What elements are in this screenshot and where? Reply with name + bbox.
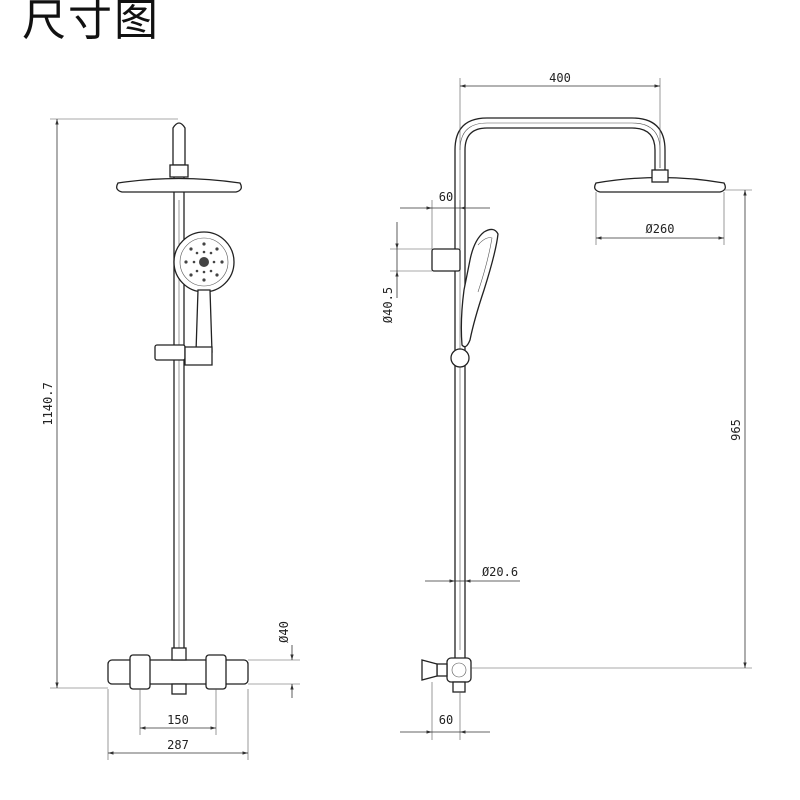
- dim-total-height: 1140.7: [41, 382, 55, 425]
- dim-pipe-diameter: Ø20.6: [482, 565, 518, 579]
- side-overhead-shower-head: [594, 176, 726, 193]
- page-title: 尺寸图: [22, 0, 160, 46]
- dim-inlet-offset: 60: [439, 713, 453, 727]
- side-inlet-pipe: [452, 681, 466, 693]
- dim-inlet-spacing: 150: [167, 713, 189, 727]
- front-hand-shower-handle: [195, 289, 213, 353]
- side-valve-body: [446, 657, 472, 683]
- front-slider-holder: [154, 344, 186, 361]
- front-overhead-shower-head: [116, 177, 242, 193]
- side-slider-holder: [431, 248, 461, 272]
- side-view: [421, 117, 726, 693]
- dim-arm-length: 400: [549, 71, 571, 85]
- front-pipe-cap: [172, 122, 186, 166]
- dim-valve-diameter: Ø40: [277, 621, 291, 643]
- hand-shower-nozzles: [184, 242, 224, 282]
- side-hand-shower: [460, 228, 499, 348]
- side-hose-connector: [450, 348, 470, 368]
- dim-slider-diameter: Ø40.5: [381, 287, 395, 323]
- dim-head-height: 965: [729, 419, 743, 441]
- front-valve-body: [107, 659, 249, 685]
- side-valve-handle: [421, 659, 438, 681]
- dim-valve-width: 287: [167, 738, 189, 752]
- front-dimensions: 1140.7 Ø40 150 287: [41, 118, 300, 760]
- front-view: [107, 122, 249, 695]
- front-valve-outlet: [171, 683, 187, 695]
- dim-head-diameter: Ø260: [646, 222, 675, 236]
- dim-slider-offset: 60: [439, 190, 453, 204]
- side-dimensions: 400 60 Ø40.5 Ø260 965 Ø20.6: [381, 71, 752, 740]
